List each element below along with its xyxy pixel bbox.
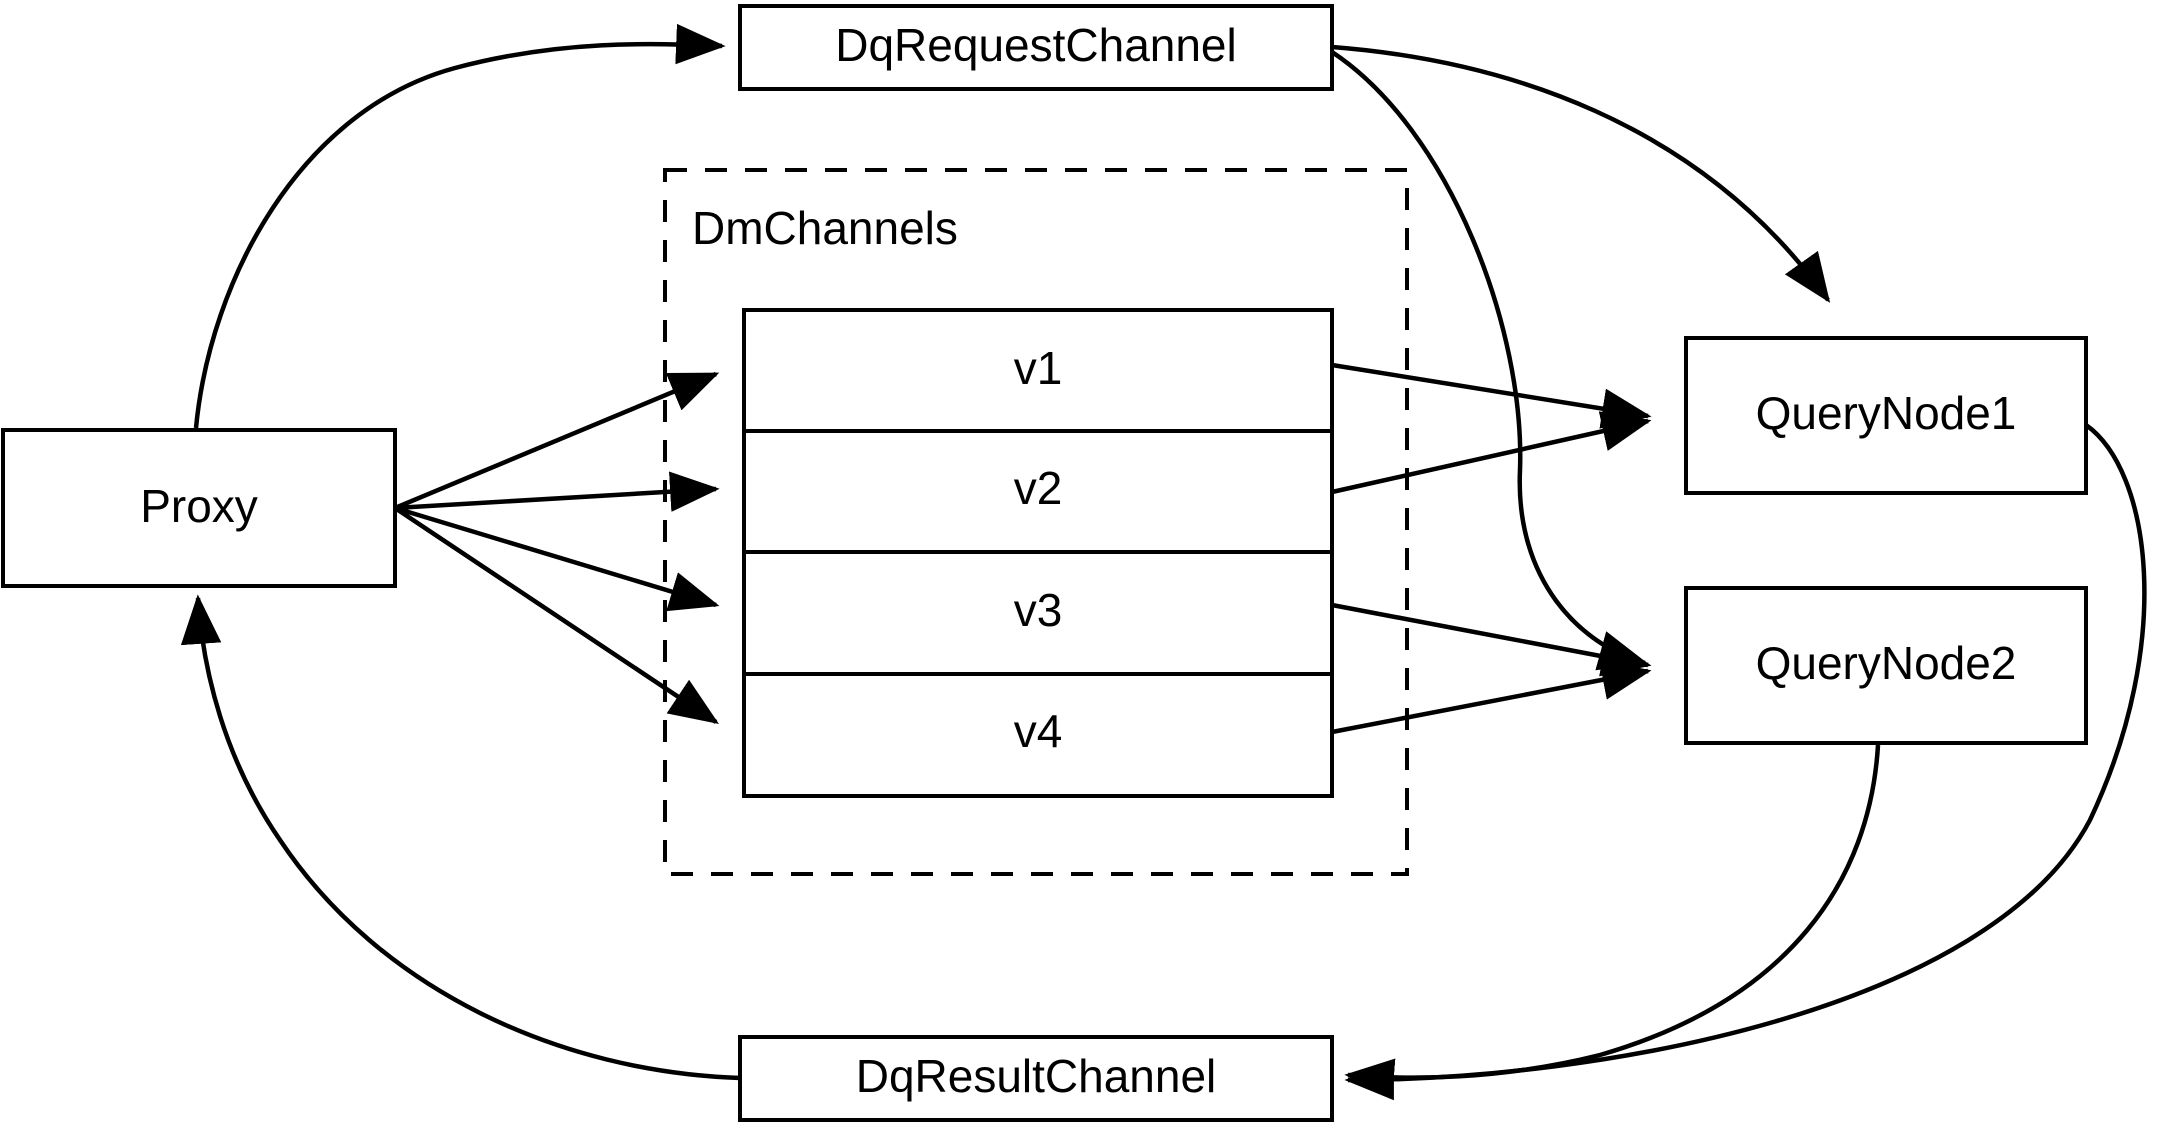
dmchannels-group: DmChannels — [663, 168, 1409, 876]
node-querynode1[interactable]: QueryNode1 — [1684, 336, 2088, 495]
node-querynode1-box[interactable] — [1684, 336, 2088, 495]
channel-table: v1 v2 v3 v4 — [742, 308, 1334, 798]
edge-v2-to-querynode1 — [1331, 411, 1652, 495]
edge-dqrequestchannel-to-querynode2 — [1330, 50, 1649, 671]
node-dqrequestchannel-label: DqRequestChannel — [835, 19, 1237, 71]
node-dqresultchannel[interactable]: DqResultChannel — [738, 1035, 1334, 1122]
node-dqrequestchannel-box[interactable] — [738, 4, 1334, 91]
edge-proxy-to-dqrequestchannel — [193, 23, 726, 429]
channel-row-v3[interactable]: v3 — [1014, 584, 1063, 636]
dmchannels-group-border — [663, 168, 1409, 876]
channel-row-v4[interactable]: v4 — [1014, 705, 1063, 757]
node-querynode1-label: QueryNode1 — [1756, 387, 2017, 439]
node-dqrequestchannel[interactable]: DqRequestChannel — [738, 4, 1334, 91]
node-dqresultchannel-box[interactable] — [738, 1035, 1334, 1122]
node-querynode2-label: QueryNode2 — [1756, 637, 2017, 689]
node-proxy-box[interactable] — [1, 428, 397, 588]
node-querynode2[interactable]: QueryNode2 — [1684, 586, 2088, 745]
edge-querynode2-to-dqresultchannel — [1344, 744, 1881, 1099]
edge-proxy-to-v3 — [394, 505, 720, 612]
edge-dqrequestchannel-to-querynode1 — [1331, 44, 1831, 303]
dmchannels-group-label: DmChannels — [692, 202, 958, 254]
channel-row-v2[interactable]: v2 — [1014, 462, 1063, 514]
node-dqresultchannel-label: DqResultChannel — [856, 1050, 1217, 1102]
edge-proxy-to-v2 — [394, 471, 720, 512]
edge-proxy-to-v4 — [393, 506, 719, 724]
node-querynode2-box[interactable] — [1684, 586, 2088, 745]
edge-v4-to-querynode2 — [1331, 659, 1652, 735]
edge-proxy-to-v1 — [394, 371, 720, 511]
node-proxy[interactable]: Proxy — [1, 428, 397, 588]
edge-v1-to-querynode1 — [1331, 362, 1652, 429]
channel-row-v1[interactable]: v1 — [1014, 342, 1063, 394]
node-proxy-label: Proxy — [140, 480, 258, 532]
edge-v3-to-querynode2 — [1331, 602, 1652, 677]
edge-querynode1-to-dqresultchannel — [1344, 423, 2147, 1101]
edge-dqresultchannel-to-proxy — [180, 594, 741, 1081]
